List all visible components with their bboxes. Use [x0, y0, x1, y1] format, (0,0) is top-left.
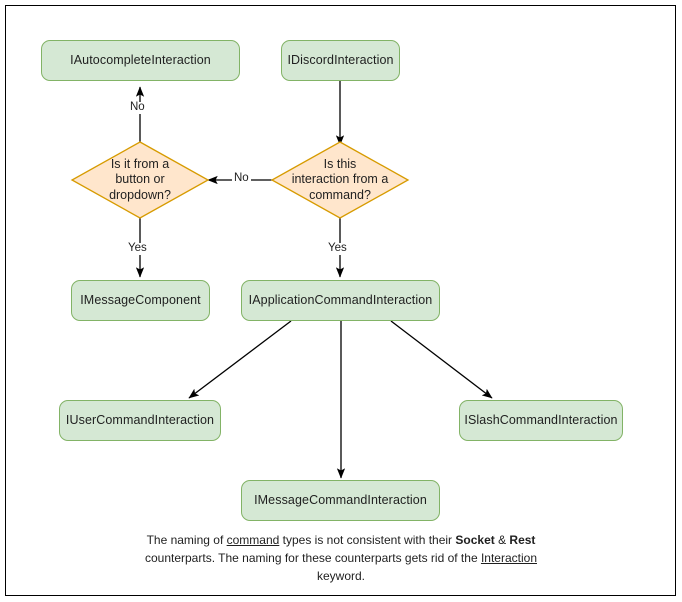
caption-bold-socket: Socket	[455, 533, 495, 547]
decision-is-command-line3: command?	[309, 187, 371, 202]
node-message-component-label: IMessageComponent	[80, 293, 201, 307]
node-user-command-interaction-label: IUserCommandInteraction	[65, 413, 215, 427]
node-message-command-interaction-label: IMessageCommandInteraction	[254, 493, 427, 507]
caption-link-command: command	[226, 533, 280, 547]
decision-button-dropdown-line2: button or	[115, 172, 165, 187]
node-slash-command-interaction-label: ISlashCommandInteraction	[464, 413, 618, 427]
node-user-command-interaction[interactable]: IUserCommandInteraction	[59, 400, 221, 441]
decision-is-command-line1: Is this	[323, 156, 357, 171]
diagram-caption: The naming of command types is not consi…	[141, 531, 541, 585]
decision-node-button-dropdown-text: Is it from a button or dropdown?	[72, 142, 208, 218]
node-discord-interaction[interactable]: IDiscordInteraction	[281, 40, 400, 81]
decision-node-is-command-text: Is this interaction from a command?	[272, 142, 408, 218]
caption-bold-rest: Rest	[509, 533, 536, 547]
caption-link-interaction: Interaction	[480, 551, 537, 565]
caption-part-4: counterparts. The naming for these count…	[144, 551, 481, 565]
decision-node-is-command[interactable]: Is this interaction from a command?	[272, 142, 408, 218]
node-application-command-interaction-label: IApplicationCommandInteraction	[248, 293, 433, 307]
caption-part-1: The naming of	[146, 533, 227, 547]
decision-button-dropdown-line1: Is it from a	[110, 156, 170, 171]
caption-part-3: &	[494, 533, 510, 547]
decision-node-is-command-shape[interactable]	[270, 141, 410, 219]
node-slash-command-interaction[interactable]: ISlashCommandInteraction	[459, 400, 623, 441]
edge-appcommand-to-usercommand	[188, 320, 292, 399]
decision-is-command-line2: interaction from a	[291, 172, 389, 187]
node-discord-interaction-label: IDiscordInteraction	[287, 53, 394, 67]
caption-part-2: types is not consistent with their	[279, 533, 456, 547]
node-message-command-interaction[interactable]: IMessageCommandInteraction	[241, 480, 440, 521]
edge-label-yes-message-component: Yes	[126, 242, 149, 255]
edge-label-yes-app-command: Yes	[326, 242, 349, 255]
decision-button-dropdown-line3: dropdown?	[109, 187, 171, 202]
decision-node-button-dropdown-shape[interactable]	[70, 141, 210, 219]
edge-appcommand-to-slashcommand	[390, 320, 493, 399]
node-autocomplete-interaction-label: IAutocompleteInteraction	[70, 53, 211, 67]
edge-label-no-horizontal: No	[232, 172, 251, 185]
node-application-command-interaction[interactable]: IApplicationCommandInteraction	[241, 280, 440, 321]
edge-label-no-autocomplete: No	[128, 101, 147, 114]
caption-part-5: keyword.	[316, 569, 366, 583]
decision-node-button-dropdown[interactable]: Is it from a button or dropdown?	[72, 142, 208, 218]
node-message-component[interactable]: IMessageComponent	[71, 280, 210, 321]
node-autocomplete-interaction[interactable]: IAutocompleteInteraction	[41, 40, 240, 81]
